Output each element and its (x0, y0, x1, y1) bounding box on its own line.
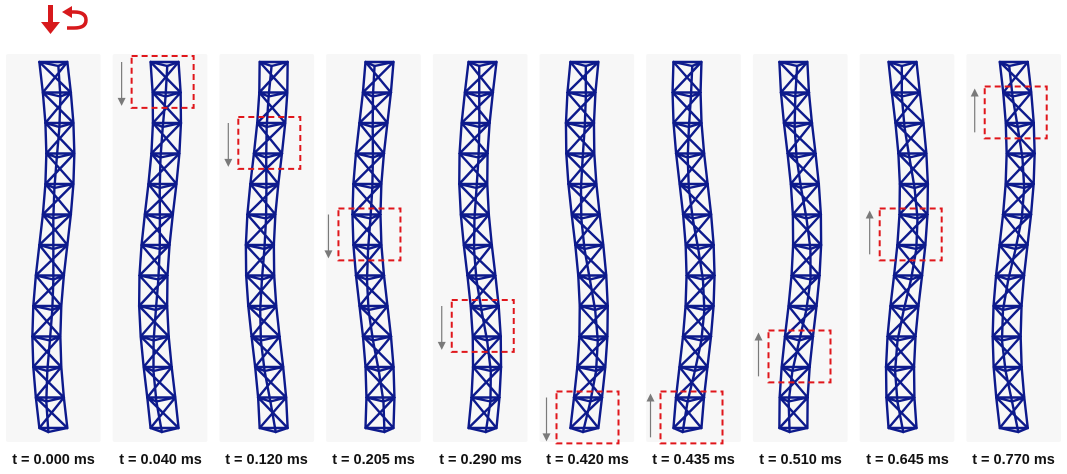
panel-background (752, 54, 848, 442)
frame-panel (859, 54, 955, 442)
up-arrow-icon (754, 332, 763, 377)
down-arrow-icon (224, 123, 233, 167)
time-label: t = 0.040 ms (119, 452, 202, 468)
truss-structure (671, 60, 716, 434)
time-label: t = 0.120 ms (225, 452, 308, 468)
truss-structure (137, 60, 183, 434)
highlight-box (767, 329, 832, 384)
highlight-box (130, 55, 195, 109)
truss-structure (351, 60, 396, 434)
twist-arrow-icon (62, 6, 88, 30)
highlight-box (237, 116, 302, 170)
time-label: t = 0.510 ms (759, 452, 842, 468)
frame-panel (6, 54, 101, 442)
time-label: t = 0.435 ms (652, 452, 735, 468)
frame-panel (432, 54, 528, 442)
down-arrow-icon (324, 214, 333, 259)
frame-panel (539, 54, 635, 445)
time-label: t = 0.205 ms (332, 452, 415, 468)
highlight-box (450, 299, 515, 353)
frame-panel (219, 54, 315, 442)
time-label: t = 0.420 ms (546, 452, 629, 468)
compression-arrow-icon (41, 5, 60, 34)
load-symbols (41, 5, 88, 34)
frame-panels (6, 54, 1061, 445)
time-label: t = 0.290 ms (439, 452, 522, 468)
truss-structure (458, 60, 503, 434)
down-arrow-icon (117, 62, 126, 106)
highlight-box (983, 85, 1048, 140)
truss-structure (884, 60, 930, 434)
down-arrow-icon (542, 397, 551, 442)
time-label: t = 0.770 ms (972, 452, 1055, 468)
highlight-box (659, 390, 724, 445)
up-arrow-icon (865, 210, 874, 255)
frame-panel (646, 54, 741, 445)
frame-panel (966, 54, 1061, 442)
down-arrow-icon (437, 306, 446, 350)
frame-panel (112, 54, 208, 442)
time-label: t = 0.645 ms (866, 452, 949, 468)
highlight-box (555, 390, 620, 445)
truss-structure (31, 60, 76, 434)
truss-structure (564, 60, 609, 434)
up-arrow-icon (646, 393, 655, 438)
highlight-box (878, 207, 943, 262)
truss-structure (244, 60, 289, 434)
frame-panel (324, 54, 421, 442)
truss-structure (991, 60, 1036, 434)
truss-structure (778, 60, 823, 434)
up-arrow-icon (970, 88, 979, 133)
time-label: t = 0.000 ms (12, 452, 95, 468)
frame-panel (752, 54, 848, 442)
highlight-box (337, 207, 402, 262)
